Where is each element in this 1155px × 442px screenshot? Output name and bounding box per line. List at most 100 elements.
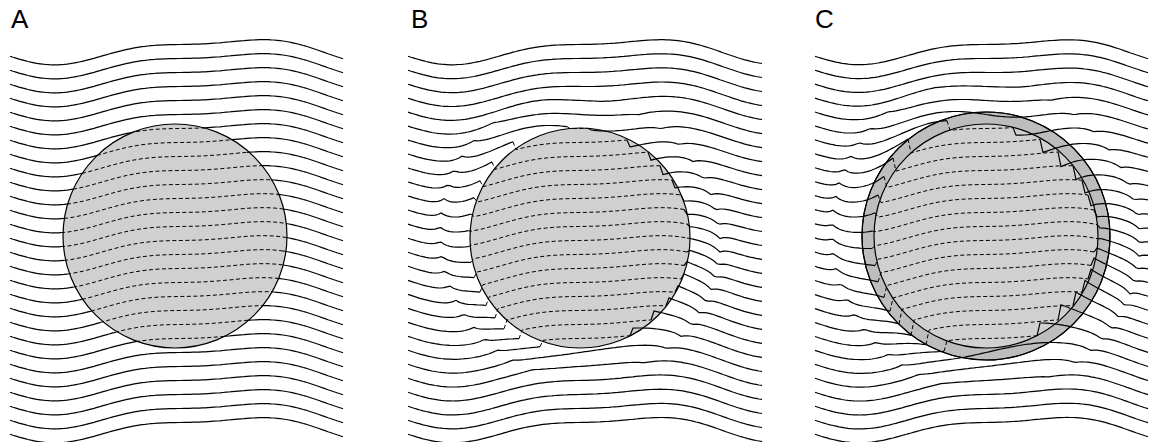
matrix-line [815, 375, 1148, 401]
matrix-line [10, 40, 343, 65]
ring-outline [862, 112, 1110, 360]
matrix-line [815, 224, 872, 233]
matrix-line [10, 294, 82, 303]
matrix-line [815, 83, 1148, 107]
matrix-line [408, 142, 513, 161]
matrix-line [408, 294, 486, 305]
matrix-line [262, 306, 343, 325]
matrix-line [10, 266, 67, 275]
matrix-line [815, 121, 947, 146]
inner-line [61, 208, 283, 233]
inner-line [492, 152, 648, 169]
inner-line [91, 292, 271, 311]
matrix-line [1058, 152, 1148, 171]
inclusion-outline [470, 128, 690, 348]
matrix-line [1073, 292, 1148, 324]
inclusion-outline [874, 124, 1098, 348]
matrix-line [408, 181, 480, 188]
inner-line [872, 208, 1094, 232]
matrix-line [10, 168, 82, 177]
matrix-line [10, 404, 343, 429]
matrix-line [408, 266, 474, 277]
matrix-line [10, 280, 73, 289]
inner-line [911, 306, 1073, 336]
matrix-line [815, 97, 1148, 119]
matrix-line [684, 210, 762, 232]
matrix-line [408, 40, 762, 65]
matrix-line [10, 332, 115, 345]
matrix-line [10, 342, 136, 359]
matrix-line [10, 82, 343, 107]
matrix-line [408, 82, 762, 107]
matrix-line [1097, 239, 1148, 257]
matrix-line [672, 180, 762, 204]
panel-label: B [408, 6, 431, 32]
matrix-line [815, 68, 1148, 92]
matrix-line [660, 166, 762, 190]
panel-drawing [815, 40, 1148, 442]
inner-line [480, 166, 660, 187]
matrix-line [630, 328, 762, 357]
matrix-line [815, 139, 908, 159]
matrix-line [286, 238, 343, 255]
matrix-line [815, 337, 926, 346]
matrix-line [815, 210, 875, 217]
matrix-line [408, 280, 480, 292]
matrix-line [10, 110, 343, 135]
panel-drawing [408, 40, 762, 442]
matrix-line [588, 127, 762, 148]
matrix-line [10, 210, 64, 219]
matrix-line [815, 309, 899, 324]
matrix-line [408, 54, 762, 79]
matrix-line [10, 308, 91, 317]
matrix-line [262, 166, 343, 185]
matrix-line [815, 360, 1148, 388]
matrix-line [1094, 248, 1148, 269]
matrix-line [202, 124, 343, 143]
inner-line [884, 264, 1091, 298]
matrix-line [408, 111, 762, 134]
matrix-line [815, 54, 1148, 79]
matrix-line [10, 238, 61, 247]
inner-line [64, 194, 277, 219]
matrix-line [10, 133, 130, 149]
matrix-line [815, 40, 1148, 65]
matrix-line [1037, 323, 1148, 352]
matrix-line [271, 292, 343, 311]
inner-line [115, 320, 247, 332]
matrix-line [408, 389, 762, 415]
inner-line [82, 278, 277, 300]
inner-line [73, 264, 283, 288]
matrix-line [651, 311, 762, 343]
matrix-line [10, 154, 97, 163]
matrix-line [1082, 180, 1148, 200]
matrix-line [408, 210, 471, 217]
inner-line [899, 292, 1082, 324]
inclusion-fill [874, 124, 1098, 348]
matrix-line [648, 152, 762, 176]
matrix-line [815, 112, 1148, 134]
matrix-line [1082, 280, 1148, 310]
inner-line [97, 140, 232, 156]
inner-line [872, 222, 1097, 249]
matrix-line [815, 238, 872, 249]
matrix-line [1094, 210, 1148, 229]
matrix-line [408, 96, 762, 120]
inner-line [495, 292, 675, 318]
matrix-line [681, 274, 762, 301]
matrix-line [684, 262, 762, 288]
inner-line [480, 264, 684, 292]
matrix-line [815, 417, 1148, 442]
matrix-line [10, 68, 343, 93]
inclusion-outline [63, 124, 287, 348]
inner-line [61, 222, 286, 247]
matrix-line [815, 252, 875, 266]
matrix-line [271, 180, 343, 199]
matrix-line [687, 224, 762, 245]
matrix-line [408, 224, 468, 232]
matrix-line [815, 350, 944, 359]
matrix-line [10, 362, 343, 387]
matrix-line [247, 320, 343, 339]
